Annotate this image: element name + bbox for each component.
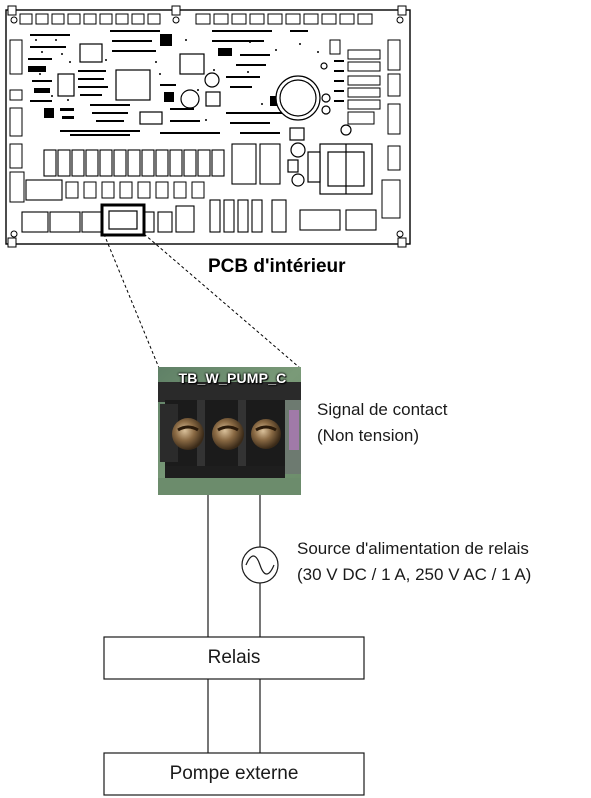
pcb-caption: PCB d'intérieur	[208, 256, 346, 277]
ac-source-symbol	[241, 546, 279, 584]
relay-label: Relais	[207, 647, 261, 668]
terminal-label: TB_W_PUMP_C	[178, 370, 287, 386]
pump-box	[103, 752, 365, 796]
contact-signal-note: (Non tension)	[317, 426, 420, 445]
callout-lines	[103, 233, 301, 369]
power-source-rating: (30 V DC / 1 A, 250 V AC / 1 A)	[297, 565, 532, 584]
contact-signal-label: Signal de contact	[317, 400, 448, 419]
power-source-label: Source d'alimentation de relais	[297, 539, 529, 558]
pump-label: Pompe externe	[169, 763, 299, 784]
pcb-board	[5, 5, 411, 248]
relay-box	[103, 636, 365, 680]
terminal-photo	[158, 367, 301, 495]
wires	[207, 495, 261, 753]
pcb-pump-connector	[100, 203, 146, 237]
